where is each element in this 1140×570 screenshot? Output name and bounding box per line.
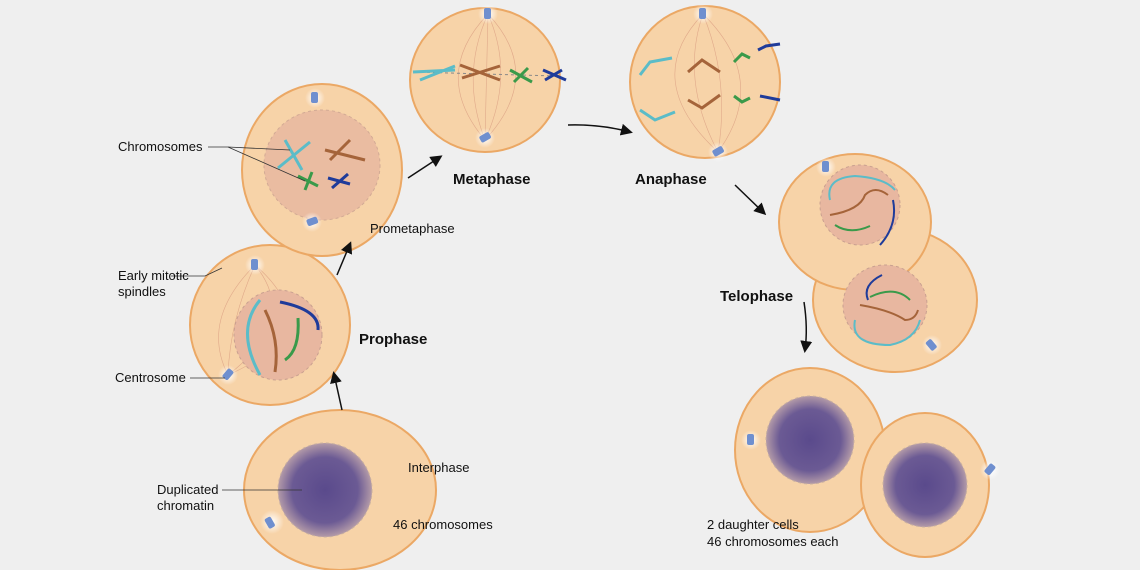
prometaphase-label: Prometaphase <box>370 221 455 236</box>
arrow-anaphase-to-telophase <box>734 184 767 216</box>
arrow-metaphase-to-anaphase <box>567 123 633 136</box>
prophase-cell <box>189 244 351 406</box>
anaphase-title: Anaphase <box>635 171 707 188</box>
interphase-count-label: 46 chromosomes <box>393 517 493 532</box>
prophase-title: Prophase <box>359 331 428 348</box>
telophase-cell <box>778 153 978 373</box>
early-spindles-label-line1: Early mitotic <box>118 268 189 283</box>
duplicated-chromatin-label-line1: Duplicated <box>157 482 219 497</box>
daughter-cells-label-line1: 2 daughter cells <box>707 517 799 532</box>
leader-lines <box>171 146 306 491</box>
telophase-title: Telophase <box>720 288 794 305</box>
anaphase-cell <box>629 4 781 162</box>
daughter-cells <box>734 367 1000 558</box>
centrosome-label: Centrosome <box>115 370 186 385</box>
daughter-cells-label-line2: 46 chromosomes each <box>707 534 839 549</box>
metaphase-title: Metaphase <box>453 171 531 188</box>
arrow-telophase-to-daughters <box>800 301 813 353</box>
interphase-cell <box>243 409 437 570</box>
duplicated-chromatin-label-line2: chromatin <box>157 498 215 513</box>
early-spindles-label-line2: spindles <box>118 284 166 299</box>
phase-arrows <box>330 123 813 411</box>
arrow-prometaphase-to-metaphase <box>407 155 443 179</box>
arrow-prophase-to-prometaphase <box>336 241 353 276</box>
arrow-interphase-to-prophase <box>330 371 343 411</box>
prometaphase-cell <box>241 83 403 257</box>
metaphase-cell <box>409 4 567 153</box>
chromosomes-label: Chromosomes <box>118 139 203 154</box>
interphase-label: Interphase <box>408 460 470 475</box>
